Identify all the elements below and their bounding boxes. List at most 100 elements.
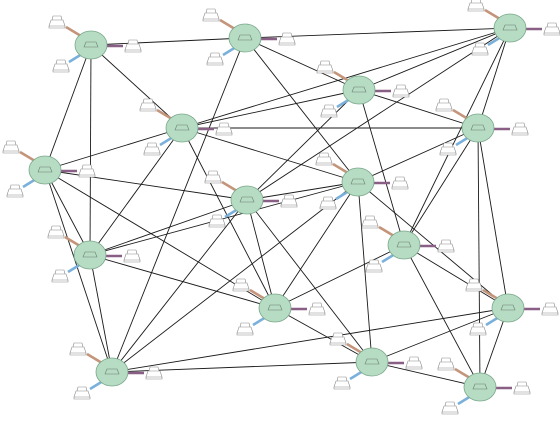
host-icon xyxy=(465,278,483,292)
router-icon xyxy=(341,167,375,197)
edge-n6-n9 xyxy=(181,127,359,183)
edge-n9-n13 xyxy=(111,181,359,373)
edge-n2-n4 xyxy=(244,37,360,91)
edge-n2-n13 xyxy=(111,37,246,373)
link-arrow-upper-n5 xyxy=(19,150,36,163)
edge-n1-n6 xyxy=(90,44,183,129)
router-node-n14[interactable] xyxy=(329,332,423,390)
router-node-n2[interactable] xyxy=(202,8,296,66)
host-icon xyxy=(471,42,489,56)
router-node-n6[interactable] xyxy=(139,98,233,156)
host-icon xyxy=(308,302,326,316)
link-arrow-upper-n13 xyxy=(86,352,103,365)
edge-n10-n15 xyxy=(477,127,509,309)
edge-n11-n12 xyxy=(274,244,405,309)
nodes-layer xyxy=(2,0,560,415)
edge-n12-n16 xyxy=(403,244,481,388)
edge-n12-n15 xyxy=(403,244,509,309)
host-icon xyxy=(202,8,220,22)
host-icon xyxy=(467,0,485,12)
router-node-n4[interactable] xyxy=(316,60,410,118)
edge-n8-n14 xyxy=(246,199,373,363)
host-icon xyxy=(511,122,529,136)
host-icon xyxy=(204,170,222,184)
router-glyph xyxy=(472,383,488,390)
router-node-n3[interactable] xyxy=(467,0,560,56)
router-node-n15[interactable] xyxy=(465,278,559,336)
router-icon xyxy=(74,30,108,60)
router-node-n16[interactable] xyxy=(437,357,531,415)
edge-n14-n15 xyxy=(371,307,509,363)
host-icon xyxy=(320,104,338,118)
host-icon xyxy=(541,302,559,316)
router-icon xyxy=(258,293,292,323)
link-arrow-upper-n14 xyxy=(346,342,363,355)
router-glyph xyxy=(174,124,190,131)
host-icon xyxy=(435,98,453,112)
host-icon xyxy=(391,176,409,190)
host-icon xyxy=(47,225,65,239)
router-glyph xyxy=(83,41,99,48)
router-icon xyxy=(342,75,376,105)
router-node-n13[interactable] xyxy=(69,342,163,400)
host-icon xyxy=(392,84,410,98)
router-node-n12[interactable] xyxy=(361,215,455,273)
router-node-n7[interactable] xyxy=(47,225,141,283)
router-node-n9[interactable] xyxy=(315,152,409,210)
edge-n5-n13 xyxy=(44,169,113,373)
link-arrow-upper-n6 xyxy=(156,108,173,121)
router-icon xyxy=(355,347,389,377)
link-arrow-upper-n2 xyxy=(219,18,236,31)
edge-n13-n15 xyxy=(111,307,509,373)
edge-n7-n9 xyxy=(89,181,359,256)
router-node-n10[interactable] xyxy=(435,98,529,156)
edge-n6-n11 xyxy=(181,127,276,309)
router-glyph xyxy=(237,34,253,41)
router-glyph xyxy=(500,304,516,311)
edge-n5-n7 xyxy=(44,169,91,256)
host-icon xyxy=(123,249,141,263)
router-glyph xyxy=(82,251,98,258)
edge-n4-n8 xyxy=(246,89,360,201)
host-icon xyxy=(280,194,298,208)
edge-n5-n6 xyxy=(44,127,183,171)
host-icon xyxy=(51,269,69,283)
router-glyph xyxy=(396,241,412,248)
edge-n10-n12 xyxy=(403,127,479,246)
edge-n8-n9 xyxy=(246,181,359,201)
host-icon xyxy=(361,215,379,229)
router-node-n5[interactable] xyxy=(2,140,96,198)
link-arrow-upper-n8 xyxy=(221,180,238,193)
host-icon xyxy=(124,39,142,53)
router-icon xyxy=(95,357,129,387)
host-icon xyxy=(139,98,157,112)
link-arrow-upper-n7 xyxy=(64,235,81,248)
router-icon xyxy=(491,293,525,323)
router-glyph xyxy=(350,178,366,185)
link-arrow-upper-n16 xyxy=(454,367,471,380)
router-icon xyxy=(228,23,262,53)
router-glyph xyxy=(267,304,283,311)
host-icon xyxy=(543,22,560,36)
host-icon xyxy=(78,164,96,178)
edge-n8-n13 xyxy=(111,199,248,373)
edge-n4-n12 xyxy=(358,89,405,246)
edge-n10-n16 xyxy=(477,127,481,388)
router-glyph xyxy=(104,368,120,375)
router-icon xyxy=(493,13,527,43)
router-node-n11[interactable] xyxy=(232,278,326,336)
router-icon xyxy=(28,155,62,185)
router-node-n8[interactable] xyxy=(204,170,298,228)
host-icon xyxy=(469,322,487,336)
edge-n7-n8 xyxy=(89,199,248,256)
link-arrow-upper-n15 xyxy=(482,288,499,301)
router-node-n1[interactable] xyxy=(48,15,142,73)
router-glyph xyxy=(37,166,53,173)
router-icon xyxy=(165,113,199,143)
host-icon xyxy=(145,366,163,380)
link-arrow-upper-n11 xyxy=(249,288,266,301)
host-icon xyxy=(208,214,226,228)
link-arrow-upper-n4 xyxy=(333,70,350,83)
host-icon xyxy=(143,142,161,156)
